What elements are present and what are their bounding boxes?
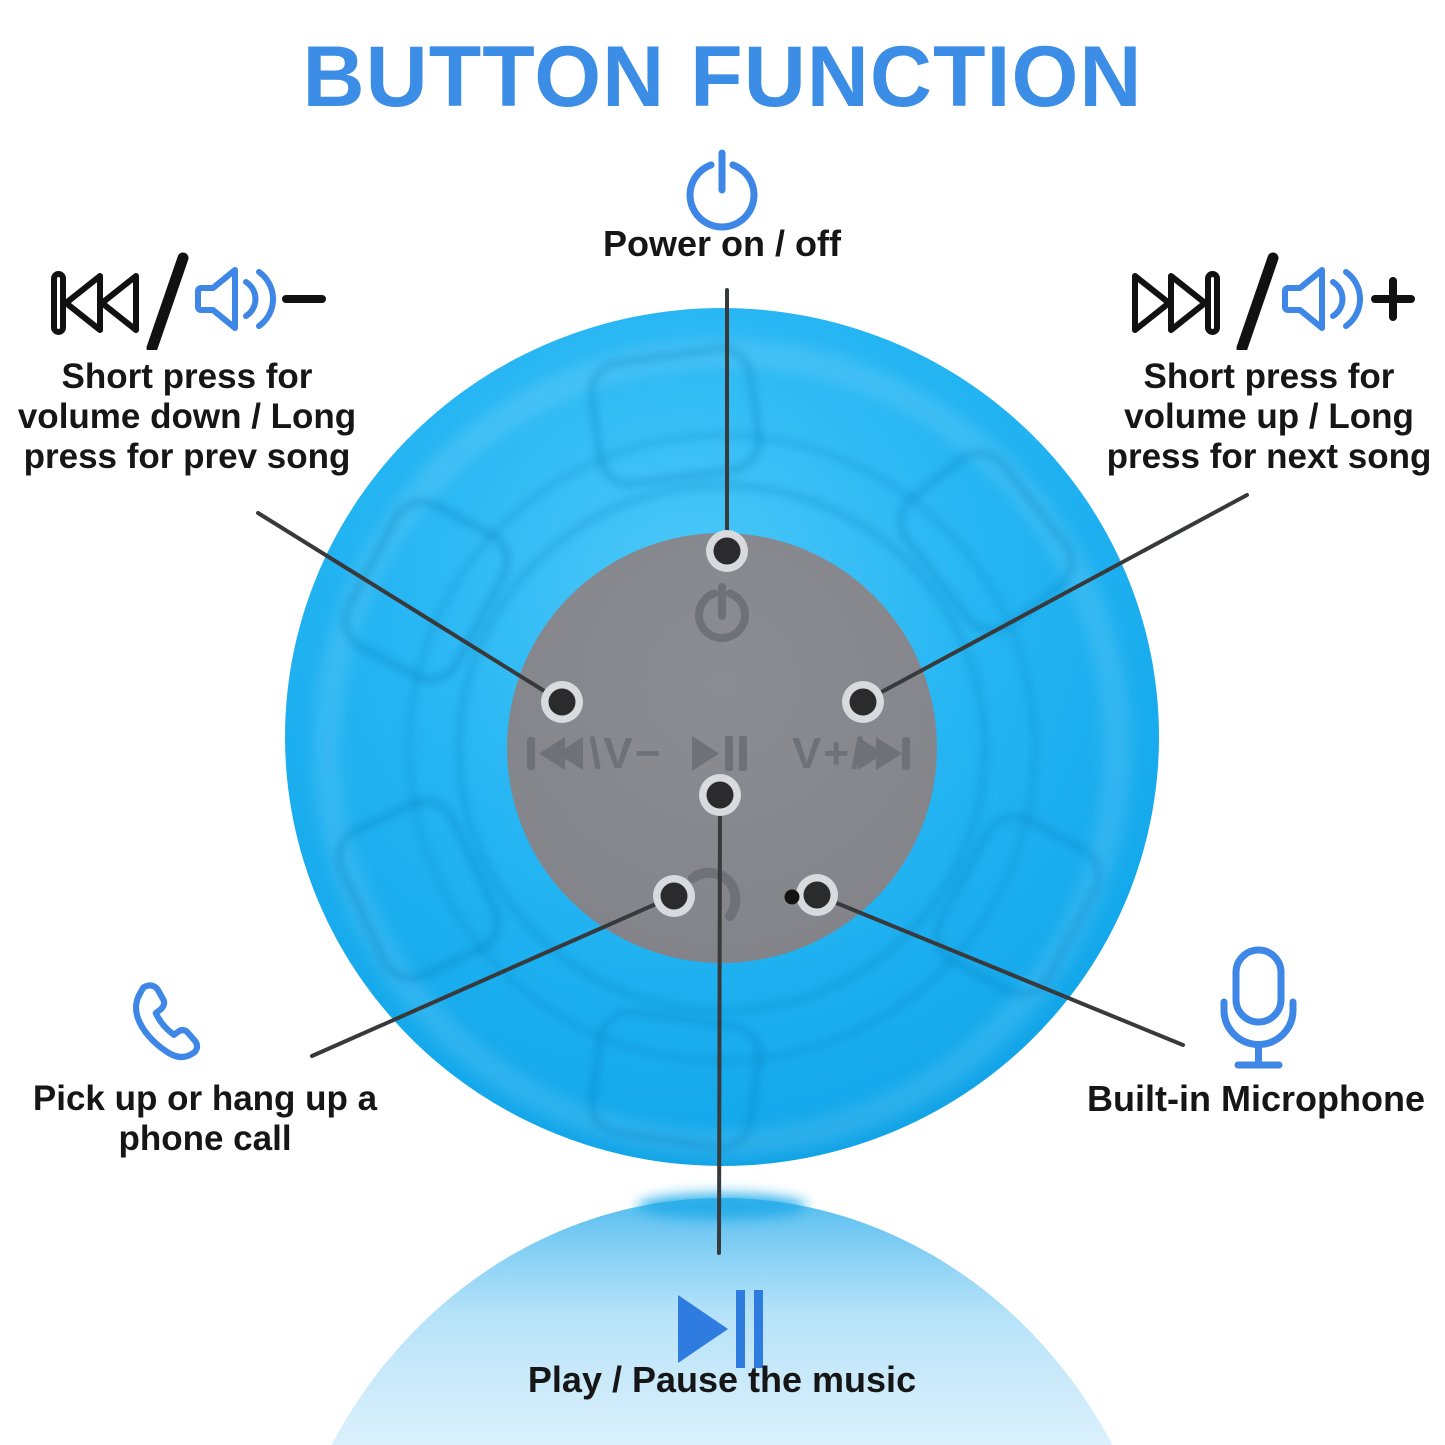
caption-line: Pick up or hang up a (32, 1079, 378, 1118)
volume-down-prev-icons (51, 252, 326, 350)
button-pad (507, 533, 937, 963)
callout-line-vol-up (861, 493, 1249, 704)
slash-divider (146, 252, 189, 350)
callout-line-vol-down (256, 511, 564, 704)
power-caption: Power on / off (603, 223, 841, 264)
callout-lines (256, 288, 1249, 1255)
speaker-texture (313, 339, 1131, 1157)
volume-down-button-dot (541, 681, 583, 723)
callout-line-phone (310, 894, 676, 1058)
page-title: BUTTON FUNCTION (302, 29, 1143, 125)
phone-button-dot (653, 875, 695, 917)
volume-up-button-dot (842, 681, 884, 723)
microphone-caption: Built-in Microphone (1087, 1078, 1425, 1119)
pad-phone-icon (688, 867, 741, 921)
callout-line-mic (815, 893, 1185, 1047)
pad-power-icon (695, 583, 749, 642)
caption-line: volume down / Long (17, 397, 357, 436)
play-pause-icon (678, 1290, 763, 1368)
pad-glyphs: \V− V+/ (527, 583, 910, 921)
volume-down-caption: Short press for volume down / Long press… (4, 357, 370, 477)
play-button-dot (699, 774, 741, 816)
volume-minus-icon (195, 267, 326, 331)
microphone-dot (796, 874, 838, 916)
power-icon (686, 149, 758, 231)
microphone-hole (784, 889, 800, 905)
caption-line: volume up / Long (1124, 397, 1414, 436)
skip-previous-icon (51, 271, 139, 335)
volume-plus-icon (1282, 267, 1415, 331)
play-pause-caption: Play / Pause the music (527, 1359, 917, 1400)
phone-caption: Pick up or hang up a phone call (20, 1079, 390, 1159)
volume-up-caption: Short press for volume up / Long press f… (1086, 357, 1445, 477)
callout-line-play (717, 793, 722, 1255)
power-button-dot (706, 530, 748, 572)
microphone-icon (1220, 946, 1297, 1069)
pad-label-left: \V− (589, 729, 662, 778)
caption-line: Short press for (61, 357, 313, 396)
caption-line: phone call (118, 1119, 292, 1158)
slash-divider (1236, 252, 1279, 350)
caption-line: press for next song (1106, 437, 1432, 476)
caption-line: Short press for (1143, 357, 1395, 396)
pad-prev-volume-icon (527, 737, 583, 770)
pad-label-right: V+/ (792, 729, 865, 778)
caption-line: press for prev song (23, 437, 351, 476)
callout-dots (541, 530, 884, 917)
phone-icon (133, 982, 201, 1060)
volume-up-next-icons (1132, 252, 1415, 350)
speaker-reflection (331, 1193, 1113, 1445)
skip-next-icon (1132, 271, 1220, 335)
pad-next-volume-icon (858, 737, 910, 770)
pad-play-pause-icon (692, 736, 747, 771)
